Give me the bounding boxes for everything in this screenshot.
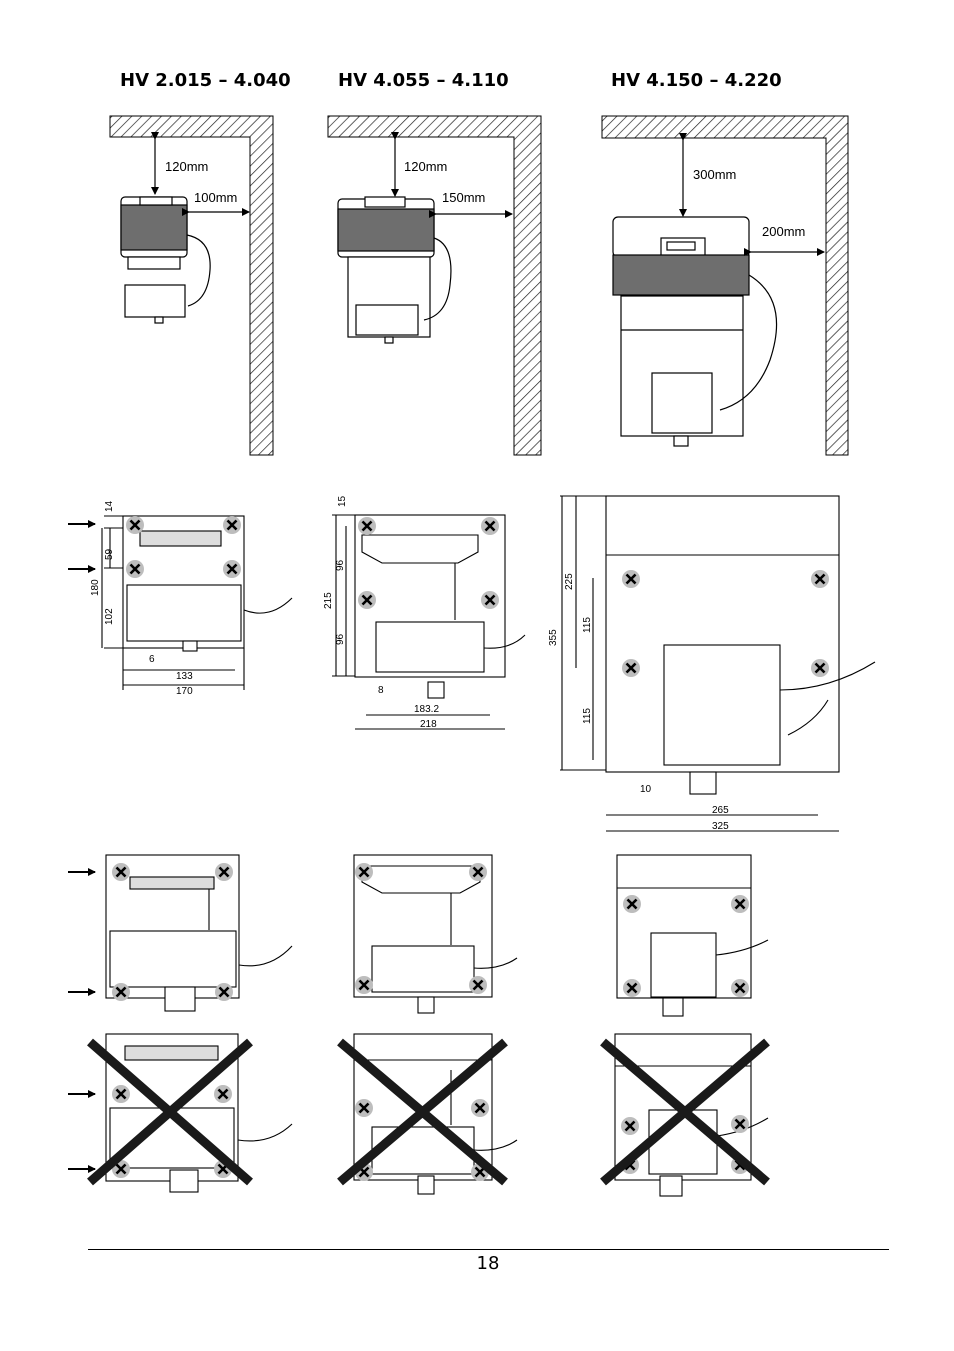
cross-out-col2 (337, 1038, 508, 1186)
drive-side-view-col1 (120, 196, 211, 324)
cross-out-col3 (600, 1038, 770, 1186)
clearance-side-col1: 100mm (194, 190, 237, 205)
wrong-mounting-col1 (87, 1033, 293, 1193)
dim-96a: 96 (335, 559, 346, 571)
wrong-mounting-col3 (600, 1033, 770, 1197)
dim-8: 8 (378, 685, 384, 696)
dim-10: 10 (640, 784, 652, 795)
drive-side-view-col3 (612, 216, 778, 447)
dim-96b: 96 (335, 633, 346, 645)
dim-265: 265 (712, 805, 729, 816)
correct-mounting-col2 (353, 854, 518, 1014)
dim-59: 59 (104, 548, 115, 560)
title-col1: HV 2.015 – 4.040 (120, 70, 291, 91)
dim-225: 225 (564, 573, 575, 590)
footer-rule (88, 1249, 889, 1250)
wall-col1 (109, 115, 274, 456)
drive-side-view-col2 (337, 196, 452, 344)
title-col3: HV 4.150 – 4.220 (611, 70, 782, 91)
correct-mounting-col3 (616, 854, 769, 1017)
dim-102: 102 (104, 608, 115, 625)
clearance-top-col3: 300mm (693, 167, 736, 182)
dim-133: 133 (176, 671, 193, 682)
dim-14: 14 (104, 500, 115, 512)
wall-col3 (601, 115, 849, 456)
dim-15: 15 (337, 495, 348, 507)
wrong-mounting-col2 (337, 1033, 518, 1195)
cross-out-col1 (87, 1038, 253, 1186)
dim-6: 6 (149, 654, 155, 665)
dim-218: 218 (420, 719, 437, 730)
dim-325: 325 (712, 821, 729, 832)
mounting-illustrations: 120mm 100mm 120mm 150mm 300mm 200mm (68, 115, 876, 1197)
dim-170: 170 (176, 686, 193, 697)
dim-115a: 115 (582, 617, 593, 633)
page-number: 18 (476, 1253, 500, 1274)
dim-115b: 115 (582, 708, 593, 724)
wall-col2 (327, 115, 542, 456)
dim-180: 180 (90, 579, 101, 596)
dim-355: 355 (548, 629, 559, 646)
clearance-top-col2: 120mm (404, 159, 447, 174)
dim-183-2: 183.2 (414, 704, 439, 715)
dimension-drawing-col2 (332, 514, 526, 730)
dim-215: 215 (323, 592, 334, 609)
clearance-top-col1: 120mm (165, 159, 208, 174)
dimension-drawing-col1 (101, 515, 293, 690)
clearance-side-col3: 200mm (762, 224, 805, 239)
dimension-drawing-col3 (560, 495, 876, 832)
title-col2: HV 4.055 – 4.110 (338, 70, 509, 91)
clearance-side-col2: 150mm (442, 190, 485, 205)
correct-mounting-col1 (105, 854, 293, 1012)
